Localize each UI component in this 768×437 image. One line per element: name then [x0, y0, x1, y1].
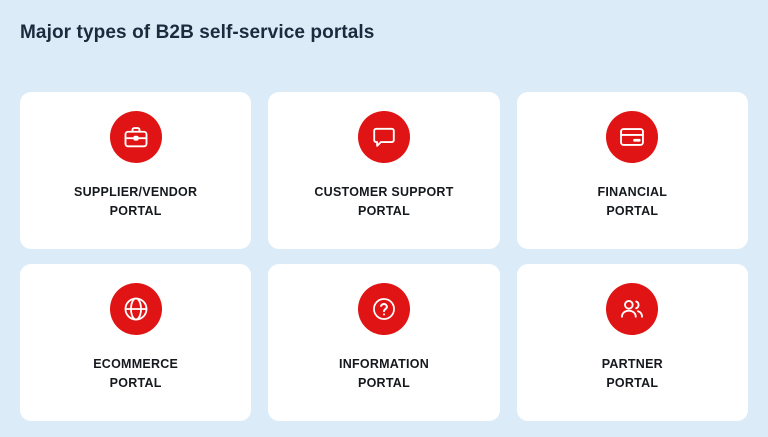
portal-card-customer-support[interactable]: CUSTOMER SUPPORT PORTAL — [268, 92, 500, 249]
credit-card-icon — [606, 111, 659, 163]
portal-card-information[interactable]: INFORMATION PORTAL — [268, 264, 500, 421]
portal-card-ecommerce[interactable]: ECOMMERCE PORTAL — [20, 264, 252, 421]
portal-card-label: INFORMATION PORTAL — [338, 357, 429, 390]
portal-cards-grid: SUPPLIER/VENDOR PORTAL CUSTOMER SUPPORT … — [20, 92, 748, 421]
question-mark-circle-icon — [357, 283, 410, 335]
portal-card-partner[interactable]: PARTNER PORTAL — [516, 264, 748, 421]
portal-card-label: CUSTOMER SUPPORT PORTAL — [314, 185, 454, 218]
portal-card-label: SUPPLIER/VENDOR PORTAL — [74, 185, 198, 218]
portal-card-label: PARTNER PORTAL — [601, 357, 663, 390]
briefcase-icon — [109, 111, 162, 163]
globe-icon — [109, 283, 162, 335]
users-icon — [606, 283, 659, 335]
chat-bubble-icon — [357, 111, 410, 163]
portal-card-supplier-vendor[interactable]: SUPPLIER/VENDOR PORTAL — [20, 92, 252, 249]
portal-card-label: FINANCIAL PORTAL — [597, 185, 668, 218]
page-title: Major types of B2B self-service portals — [20, 22, 375, 43]
portal-card-financial[interactable]: FINANCIAL PORTAL — [516, 92, 748, 249]
portal-card-label: ECOMMERCE PORTAL — [93, 357, 179, 390]
